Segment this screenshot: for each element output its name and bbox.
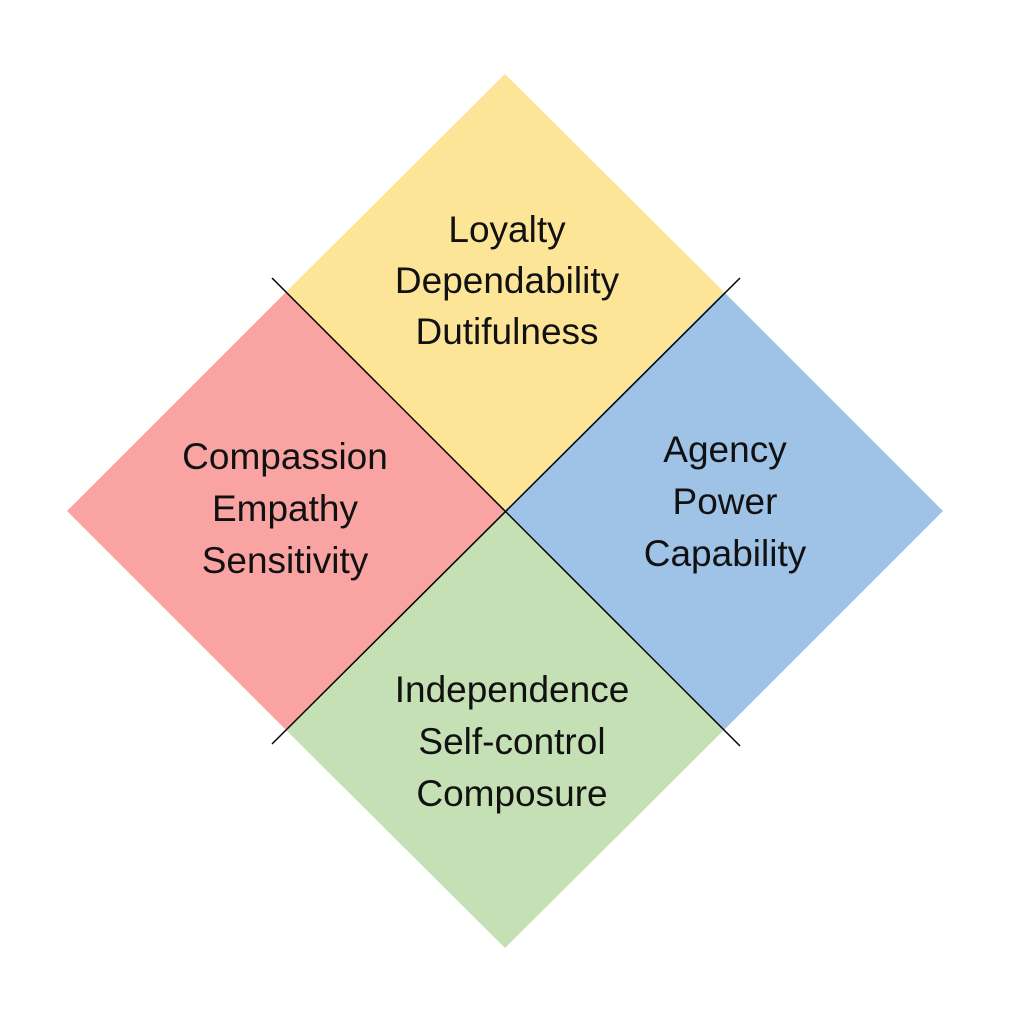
right-quadrant-label-3: Capability: [644, 533, 807, 574]
bottom-quadrant: [286, 511, 724, 948]
top-quadrant-label-1: Loyalty: [448, 209, 566, 250]
bottom-quadrant-label-2: Self-control: [418, 721, 605, 762]
left-quadrant-label-2: Empathy: [212, 488, 359, 529]
left-quadrant-label-1: Compassion: [182, 436, 388, 477]
top-quadrant-label-2: Dependability: [395, 260, 620, 301]
left-quadrant-label-3: Sensitivity: [202, 540, 369, 581]
divider-line-ascending: [271, 277, 741, 745]
top-quadrant: [286, 74, 724, 511]
right-quadrant-label-1: Agency: [663, 429, 787, 470]
top-quadrant-label-3: Dutifulness: [415, 311, 598, 352]
bottom-quadrant-label-1: Independence: [395, 669, 630, 710]
right-quadrant-label-2: Power: [673, 481, 778, 522]
bottom-quadrant-label-3: Composure: [416, 773, 607, 814]
